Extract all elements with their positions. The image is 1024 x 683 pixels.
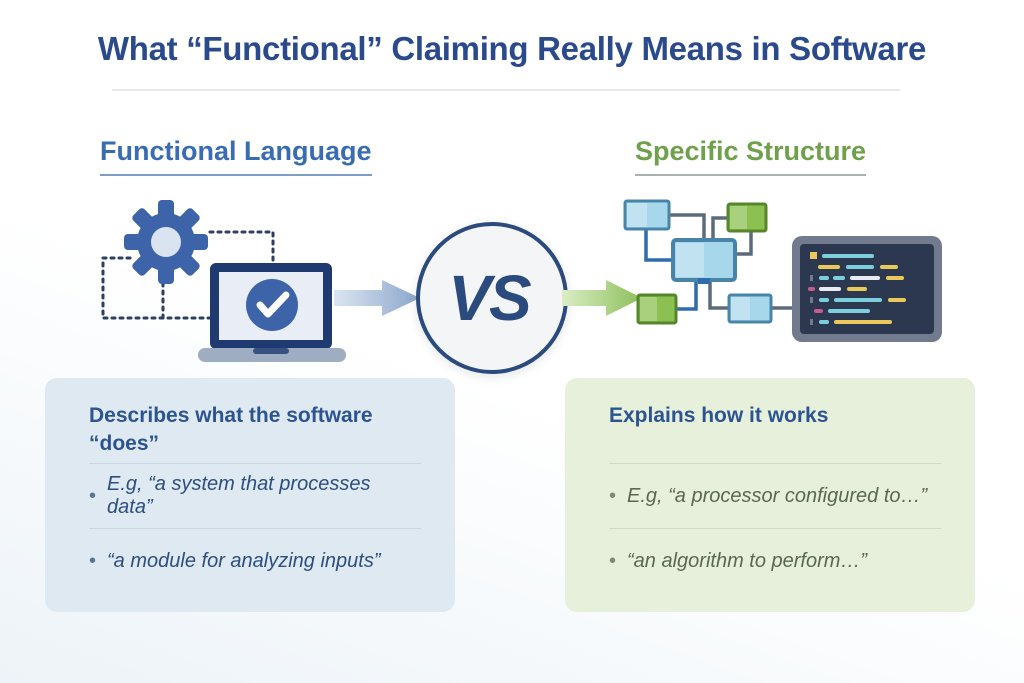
list-item: • E.g, “a processor configured to…” [609, 464, 941, 528]
list-item: • “a module for analyzing inputs” [89, 528, 421, 593]
functional-language-card: Describes what the software “does” • E.g,… [45, 378, 455, 612]
functional-language-illustration [101, 200, 346, 362]
right-card-divider [609, 463, 941, 464]
vs-badge: VS [416, 222, 568, 374]
right-card-heading: Explains how it works [609, 404, 829, 427]
code-lines [808, 252, 906, 325]
arrow-right-green-icon [562, 280, 642, 316]
dashed-connector-lines [101, 230, 275, 320]
node-green-bottom-left [636, 293, 678, 325]
page-title: What “Functional” Claiming Really Means … [97, 30, 927, 67]
title-divider [112, 89, 900, 91]
bullet-text: “a module for analyzing inputs” [107, 549, 381, 572]
list-item: • E.g, “a system that processes data” [89, 464, 421, 528]
right-card-bullets: • E.g, “a processor configured to…” • “an … [609, 464, 941, 593]
node-blue-center [671, 238, 737, 284]
bullet-text: E.g, “a processor configured to…” [627, 484, 928, 507]
node-boxes [623, 199, 773, 325]
bullet-dot: • [89, 549, 97, 572]
left-card-bullets: • E.g, “a system that processes data” • “a… [89, 464, 421, 593]
vs-label: VS [448, 262, 531, 334]
node-green-top-right [726, 202, 768, 233]
specific-structure-card: Explains how it works • E.g, “a processor… [565, 378, 975, 612]
left-card-heading: Describes what the software “does” [89, 404, 373, 456]
bullet-dot: • [89, 484, 97, 507]
left-card-divider [89, 463, 421, 464]
node-blue-bottom-right [727, 293, 773, 324]
bullet-dot: • [609, 549, 617, 572]
left-column-heading: Functional Language [100, 136, 372, 176]
list-item: • “an algorithm to perform…” [609, 528, 941, 593]
specific-structure-illustration [623, 199, 942, 342]
checkmark-icon [256, 291, 290, 318]
node-connector-lines [644, 213, 796, 311]
laptop-check-icon [198, 263, 346, 362]
bullet-text: “an algorithm to perform…” [627, 549, 868, 572]
right-column-heading-label: Specific Structure [635, 136, 867, 176]
gear-icon [124, 200, 208, 284]
code-editor-icon [792, 236, 942, 342]
bullet-text: E.g, “a system that processes data” [107, 473, 371, 518]
node-blue-top-left [623, 199, 671, 231]
right-column-heading: Specific Structure [635, 136, 867, 176]
arrow-right-blue-icon [334, 280, 420, 316]
left-column-heading-label: Functional Language [100, 136, 372, 176]
bullet-dot: • [609, 484, 617, 507]
